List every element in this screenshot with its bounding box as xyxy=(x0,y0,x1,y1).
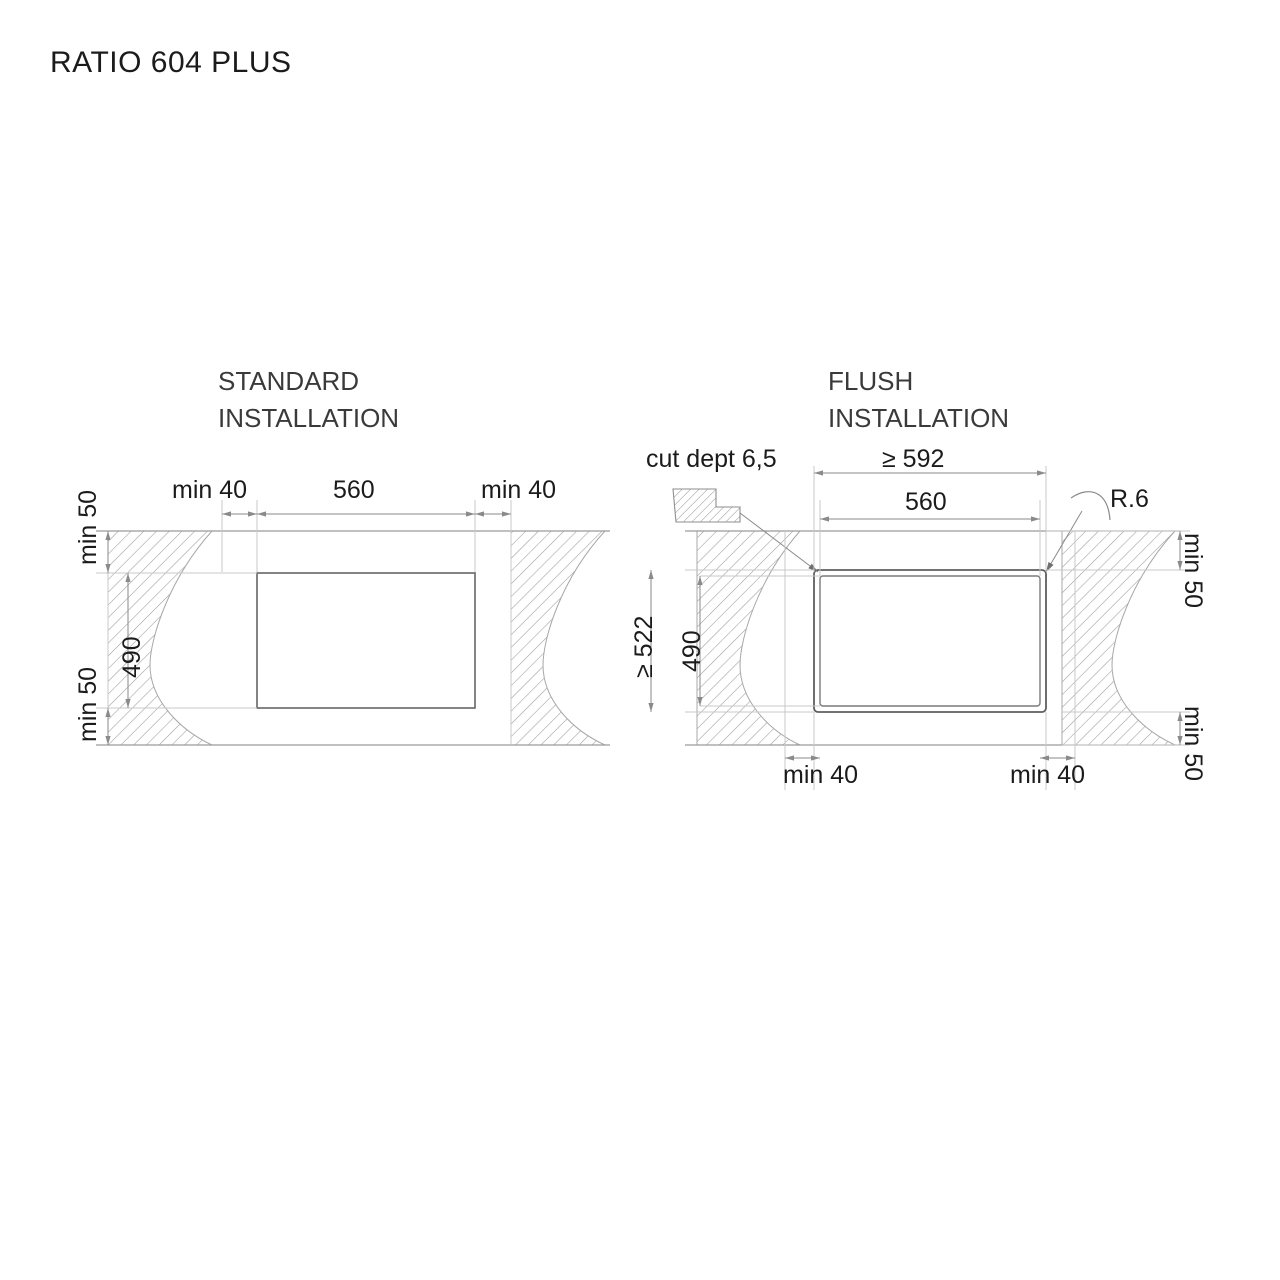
label-flush-cut-depth: cut dept 6,5 xyxy=(646,445,777,473)
flush-inner-cutout xyxy=(819,575,1041,707)
label-flush-right-top-min50: min 50 xyxy=(1179,533,1207,609)
label-standard-top-left-min40: min 40 xyxy=(172,476,248,504)
label-flush-right-bottom-min50: min 50 xyxy=(1179,706,1207,782)
standard-installation-view xyxy=(96,500,610,746)
heading-flush-line1: FLUSH xyxy=(828,366,914,396)
heading-standard-line2: INSTALLATION xyxy=(218,403,400,433)
cut-depth-detail-shape xyxy=(672,488,741,523)
label-standard-left-top-min50: min 50 xyxy=(74,489,102,565)
heading-flush-installation: FLUSH INSTALLATION xyxy=(828,363,1009,437)
label-flush-top-inner-560: 560 xyxy=(905,488,947,516)
radius-leader-line xyxy=(1045,510,1083,573)
page-title: RATIO 604 PLUS xyxy=(50,46,292,79)
radius-arc-indicator xyxy=(1070,491,1111,521)
label-standard-left-height-490: 490 xyxy=(118,636,146,678)
cut-depth-leader xyxy=(739,512,819,573)
flush-outer-frame xyxy=(813,569,1047,713)
flush-wall-block-right xyxy=(1061,530,1177,746)
cooktop-outline xyxy=(256,572,476,709)
label-flush-bottom-left-min40: min 40 xyxy=(783,761,859,789)
label-standard-left-bottom-min50: min 50 xyxy=(74,666,102,742)
label-flush-left-inner-490: 490 xyxy=(678,630,706,672)
label-standard-top-right-min40: min 40 xyxy=(481,476,557,504)
label-flush-radius-r6: R.6 xyxy=(1110,485,1149,513)
heading-standard-line1: STANDARD xyxy=(218,366,360,396)
label-flush-bottom-right-min40: min 40 xyxy=(1010,761,1086,789)
heading-standard-installation: STANDARD INSTALLATION xyxy=(218,363,399,437)
label-flush-top-outer-592: ≥ 592 xyxy=(882,445,945,473)
heading-flush-line2: INSTALLATION xyxy=(828,403,1010,433)
label-flush-left-outer-522: ≥ 522 xyxy=(630,615,658,678)
flush-installation-view xyxy=(648,466,1190,790)
flush-wall-block-left xyxy=(696,530,802,746)
wall-block-right xyxy=(510,530,607,746)
wall-block-left xyxy=(107,530,214,746)
label-standard-top-width-560: 560 xyxy=(333,476,375,504)
